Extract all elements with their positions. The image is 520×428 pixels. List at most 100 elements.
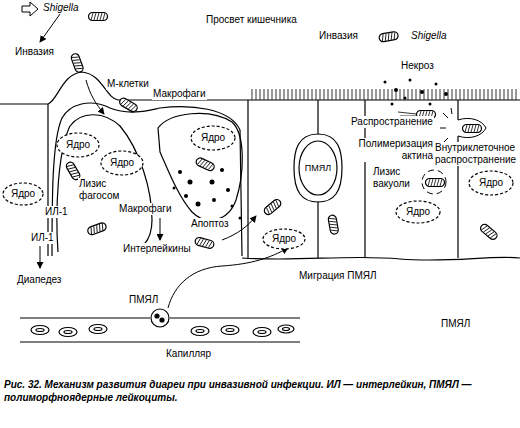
capillary xyxy=(196,330,204,333)
process-arrow xyxy=(40,14,60,42)
epithelium xyxy=(52,103,242,256)
bacterium xyxy=(328,215,339,235)
apoptosis-bodies xyxy=(188,180,193,185)
node-outline xyxy=(469,171,513,195)
leukocyte xyxy=(155,314,159,318)
bacterium xyxy=(379,31,399,42)
process-arrow xyxy=(168,248,288,308)
node-outline xyxy=(191,126,235,150)
epithelium xyxy=(0,72,520,260)
process-arrow xyxy=(86,80,104,114)
callout-label: ПМЯЛ xyxy=(128,294,159,306)
bacterium xyxy=(263,198,283,216)
necrosis-debris xyxy=(404,97,407,100)
callout-label: Внутриклеточное распространение xyxy=(434,142,518,166)
capillary xyxy=(94,328,102,331)
nucleus: Ядро xyxy=(100,150,144,176)
node-outline xyxy=(299,141,337,195)
nucleus: Ядро xyxy=(2,182,44,206)
node-text: Ядро xyxy=(272,233,296,245)
capillary xyxy=(221,326,239,335)
callout-label: М-клетки xyxy=(106,78,150,90)
callout-label: Капилляр xyxy=(165,348,212,360)
apoptosis-bodies xyxy=(239,217,242,220)
capillary xyxy=(64,331,72,334)
bacterium xyxy=(463,125,482,133)
process-arrow xyxy=(40,14,288,308)
necrosis-debris xyxy=(444,92,448,96)
node-text: Ядро xyxy=(406,206,430,218)
epithelium xyxy=(457,100,458,258)
node-outline xyxy=(396,201,440,223)
epithelium xyxy=(242,257,520,260)
apoptosis-bodies xyxy=(196,202,201,207)
macrophage-outline xyxy=(57,115,152,254)
node-outline xyxy=(263,229,305,249)
node-text: Ядро xyxy=(66,139,90,151)
callout-label: Shigella xyxy=(42,2,80,14)
necrosis-debris xyxy=(429,103,432,106)
capillary xyxy=(253,328,271,337)
capillary xyxy=(20,318,300,342)
bacterium xyxy=(70,53,84,74)
bacterium xyxy=(479,223,499,241)
callout-label: Лизис фагосом xyxy=(78,178,130,202)
node-outline xyxy=(57,133,99,157)
spread-burst xyxy=(440,108,452,143)
bacterium xyxy=(118,97,138,113)
epithelium xyxy=(247,100,248,258)
process-arrow xyxy=(40,246,41,268)
apoptosis-bodies xyxy=(231,205,234,208)
capillary xyxy=(31,326,49,335)
callout-label: Миграция ПМЯЛ xyxy=(298,270,378,282)
callout-label: Апоптоз xyxy=(190,218,230,230)
figure-caption: Рис. 32. Механизм развития диареи при ин… xyxy=(4,378,514,404)
node-text: Ядро xyxy=(479,177,503,189)
node-text: ПМЯЛ xyxy=(305,162,331,174)
capillary xyxy=(258,331,266,334)
bacterium xyxy=(65,13,499,250)
invasion-arrow xyxy=(22,2,38,16)
nucleus: Ядро xyxy=(262,228,306,250)
vacuole xyxy=(422,170,446,194)
node-text: Ядро xyxy=(201,132,225,144)
apoptosis-bodies xyxy=(168,168,242,220)
callout-label: Полимеризация актина xyxy=(350,138,434,162)
spread-burst xyxy=(458,118,486,137)
bacterium xyxy=(195,157,216,172)
apoptosis-bodies xyxy=(212,198,216,202)
macrophage-outline xyxy=(57,113,242,254)
necrosis-debris xyxy=(409,79,412,82)
callout-label: Некроз xyxy=(400,60,435,72)
capillary xyxy=(59,328,77,337)
process-arrow xyxy=(160,218,161,240)
capillary xyxy=(191,327,209,336)
microvilli xyxy=(252,89,516,100)
bacterium xyxy=(194,237,214,250)
necrosis-debris xyxy=(384,81,387,84)
capillary xyxy=(226,329,234,332)
callout-label: Макрофаги xyxy=(152,88,207,100)
nucleus: Ядро xyxy=(395,200,441,224)
node-outline xyxy=(101,151,143,175)
bacterium xyxy=(87,222,108,236)
callout-label: Инвазия xyxy=(14,46,55,58)
leukocyte xyxy=(160,318,164,322)
necrosis-debris xyxy=(394,88,398,92)
bacterium xyxy=(89,13,108,21)
necrosis-debris xyxy=(391,103,394,106)
callout-label: Макрофаги xyxy=(118,203,173,215)
callout-label: Интерлейкины xyxy=(122,243,192,255)
callout-label: Инвазия xyxy=(318,30,359,42)
necrosis-debris xyxy=(435,83,438,86)
invasion-arrow xyxy=(22,2,38,16)
leukocyte-cell: ПМЯЛ xyxy=(298,140,338,196)
apoptosis-bodies xyxy=(173,187,176,190)
callout-label: Диапедез xyxy=(16,274,62,286)
necrosis-debris xyxy=(420,90,424,94)
callout-label: Просвет кишечника xyxy=(205,14,298,26)
apoptosis-bodies xyxy=(220,168,224,172)
apoptosis-bodies xyxy=(226,188,230,192)
leukocyte xyxy=(151,309,169,327)
